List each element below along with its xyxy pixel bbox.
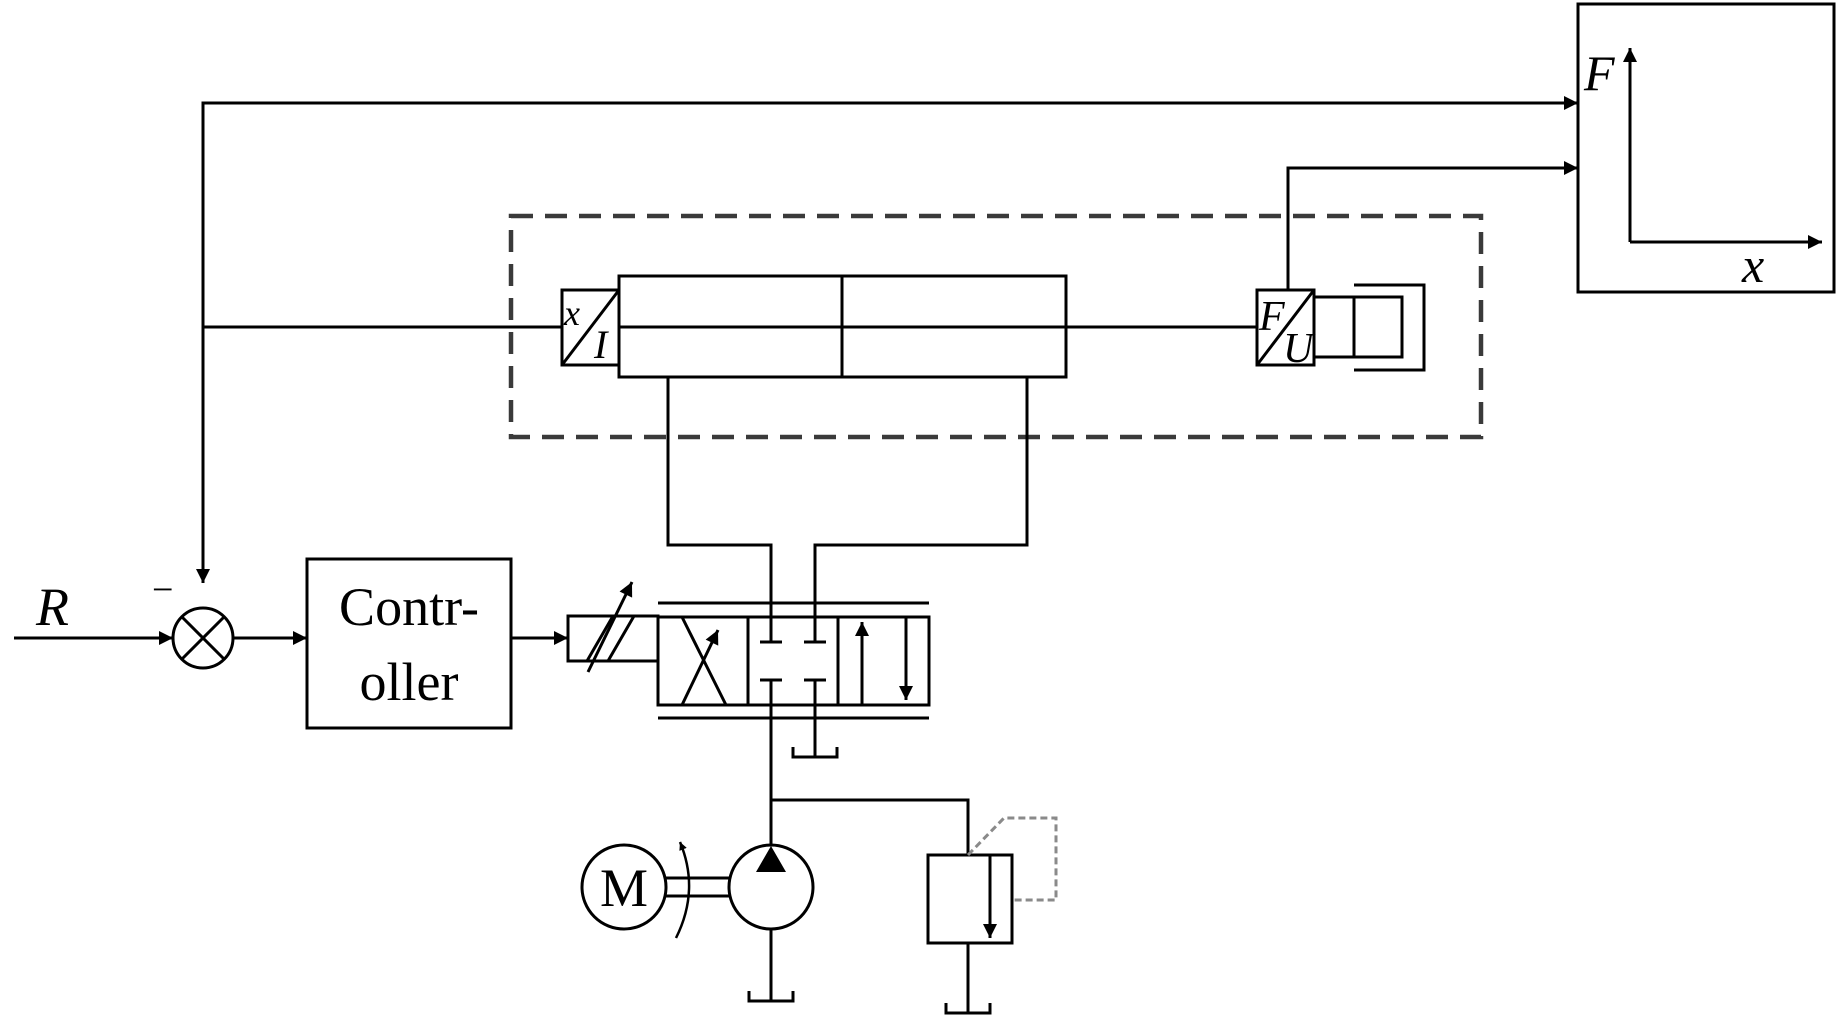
relief-valve-body: [926, 853, 1014, 945]
valve-tank: [791, 705, 839, 759]
controller-box: [305, 557, 513, 730]
force-sensor-diagonal: [1255, 289, 1316, 366]
plot-y-axis-label: F: [1583, 45, 1615, 101]
hydraulic-cylinder: [617, 274, 1068, 379]
rotation-arrow: [674, 841, 691, 939]
summing-junction-cross-b: [180, 615, 226, 661]
pump-tank-symbol: [747, 991, 795, 1003]
relief-tank-symbol: [944, 1003, 992, 1015]
test-rig-boundary: [508, 213, 1484, 440]
solenoid-coil-a: [585, 615, 615, 662]
valve-center-position: [746, 615, 840, 707]
valve-cross-path-b: [680, 629, 720, 706]
controller-label-line2: oller: [360, 652, 459, 712]
line-port-b: [813, 377, 1029, 640]
electric-motor: [580, 843, 668, 931]
feedback-lines: [196, 96, 1578, 583]
pressure-line: [769, 705, 970, 855]
plot-frame: [1576, 2, 1836, 294]
load-inner-bracket: [1354, 295, 1404, 359]
force-sensor-f: F: [1258, 294, 1285, 340]
load-connector: [1314, 295, 1356, 359]
input-and-summing: R −: [14, 569, 307, 670]
displacement-sensor-diagonal: [560, 289, 621, 366]
solenoid-variable-arrow: [586, 581, 634, 673]
displacement-sensor: x I: [560, 288, 621, 367]
plot-x-axis-label: x: [1741, 237, 1764, 293]
summing-junction-minus: −: [152, 569, 173, 611]
controller-label-line1: Contr-: [339, 577, 479, 637]
relief-valve: [926, 816, 1058, 1015]
pump-flow-triangle: [756, 846, 786, 872]
valve-tank-symbol: [791, 747, 839, 759]
displacement-sensor-i: I: [593, 322, 609, 367]
displacement-sensor-x: x: [563, 293, 580, 333]
load-outer-bracket: [1354, 283, 1426, 372]
valve-parallel-position: [836, 615, 931, 707]
force-feedback-to-plot: [1286, 161, 1578, 290]
line-port-a: [666, 377, 773, 640]
load-fixture: [1312, 283, 1426, 372]
motor-label: M: [600, 858, 648, 918]
force-sensor-u: U: [1283, 326, 1316, 372]
pressure-to-relief-line: [771, 798, 970, 855]
solenoid-coil-b: [606, 615, 636, 662]
servo-valve: [656, 601, 931, 720]
proportional-solenoid: [566, 581, 660, 673]
force-sensor: F U: [1255, 288, 1316, 372]
reference-input-label: R: [35, 577, 69, 637]
cylinder-hydraulic-lines: [666, 377, 1029, 640]
force-displacement-plot: F x: [1576, 2, 1836, 294]
motor-pump-unit: M: [580, 841, 815, 1003]
relief-valve-pilot-line: [966, 816, 1058, 902]
controller: Contr- oller: [305, 557, 568, 730]
